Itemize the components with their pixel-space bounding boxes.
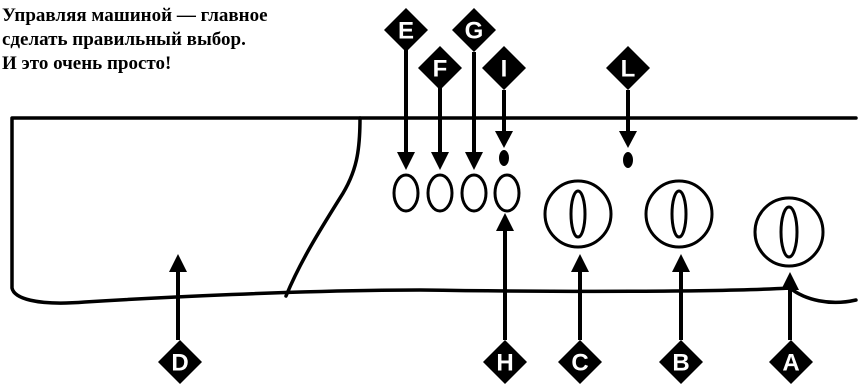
svg-text:E: E bbox=[398, 18, 414, 45]
callout-d: D bbox=[158, 340, 202, 384]
callout-c: C bbox=[558, 340, 602, 384]
svg-text:A: A bbox=[782, 350, 799, 377]
svg-text:F: F bbox=[433, 56, 448, 83]
arrowhead-a bbox=[781, 272, 799, 290]
knob-b[interactable] bbox=[644, 179, 714, 249]
svg-text:D: D bbox=[171, 350, 188, 377]
callout-f: F bbox=[418, 46, 462, 90]
callout-h: H bbox=[483, 340, 527, 384]
arrowhead-d bbox=[169, 254, 187, 272]
button-g[interactable] bbox=[460, 173, 488, 213]
svg-text:I: I bbox=[501, 56, 508, 83]
svg-text:G: G bbox=[465, 18, 484, 45]
intro-line-2: сделать правильный выбор. bbox=[2, 29, 246, 50]
arrowhead-i bbox=[495, 131, 513, 148]
svg-text:H: H bbox=[496, 350, 513, 377]
arrowhead-l bbox=[619, 131, 637, 148]
arrowhead-e bbox=[397, 152, 415, 170]
button-e[interactable] bbox=[392, 173, 420, 213]
indicator-light-i bbox=[499, 150, 509, 166]
knob-c[interactable] bbox=[543, 179, 613, 249]
detergent-drawer-edge bbox=[284, 116, 362, 298]
svg-text:B: B bbox=[672, 350, 689, 377]
arrowhead-h bbox=[496, 213, 514, 231]
arrowhead-c bbox=[571, 254, 589, 272]
callout-a: A bbox=[769, 340, 813, 384]
callout-l: L bbox=[606, 46, 650, 90]
callout-b: B bbox=[659, 340, 703, 384]
knob-a[interactable] bbox=[753, 196, 825, 268]
callout-i: I bbox=[482, 46, 526, 90]
arrowhead-f bbox=[431, 152, 449, 170]
arrowhead-b bbox=[672, 254, 690, 272]
callout-g: G bbox=[452, 8, 496, 52]
intro-text: Управляя машиной — главное сделать прави… bbox=[2, 4, 374, 76]
callout-e: E bbox=[384, 8, 428, 52]
indicator-light-l bbox=[623, 152, 633, 168]
button-h[interactable] bbox=[493, 173, 521, 213]
svg-text:C: C bbox=[571, 350, 588, 377]
button-f[interactable] bbox=[426, 173, 454, 213]
intro-line-1: Управляя машиной — главное bbox=[2, 5, 268, 26]
intro-line-3: И это очень просто! bbox=[2, 53, 172, 74]
arrowhead-g bbox=[465, 152, 483, 170]
svg-text:L: L bbox=[621, 56, 636, 83]
